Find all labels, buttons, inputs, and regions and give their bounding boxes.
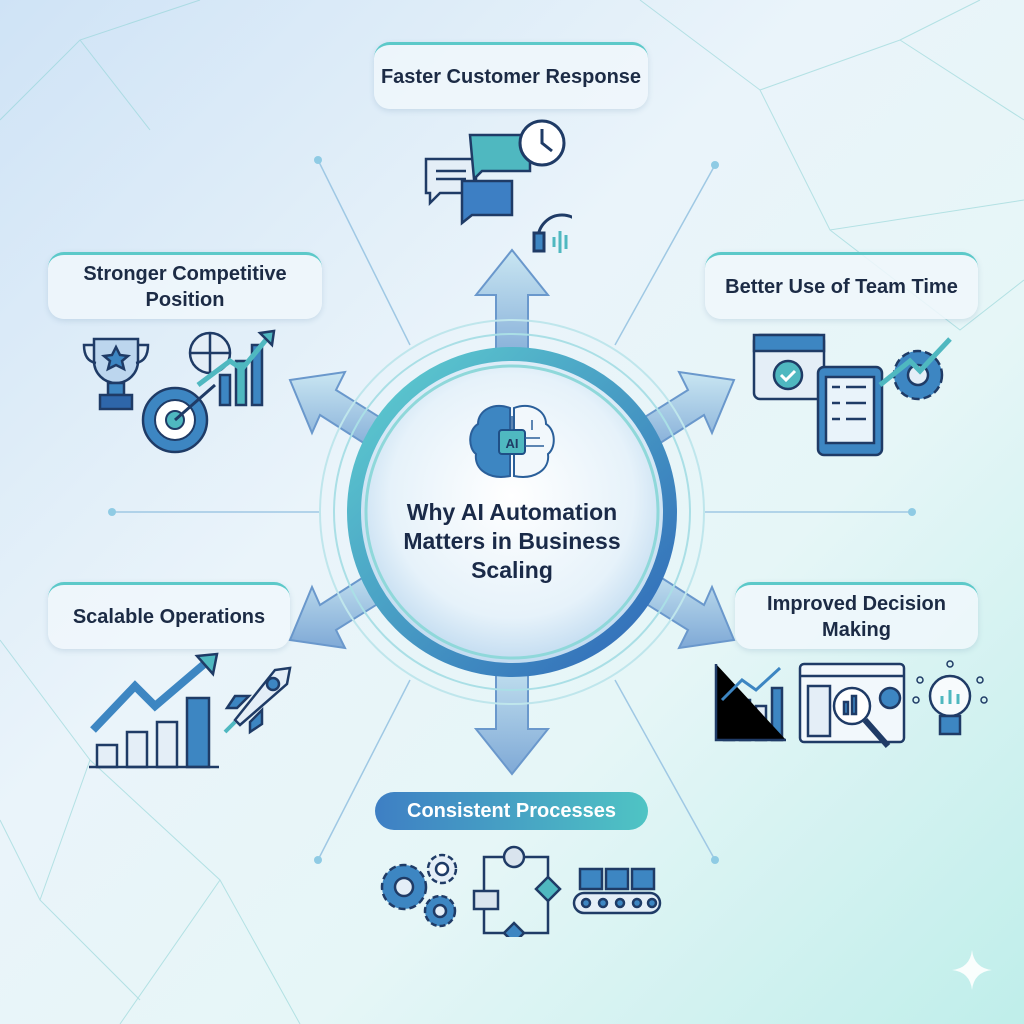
benefit-label-stronger-competitive-position: Stronger Competitive Position (48, 252, 322, 319)
competitive-position-icons (82, 329, 276, 454)
decision-making-icons (714, 660, 988, 748)
ai-brain-icon: AI (469, 405, 555, 478)
calendar-check-icon (752, 333, 826, 401)
tablet-checklist-icon (816, 365, 884, 457)
benefit-label-improved-decision-making: Improved Decision Making (735, 582, 978, 649)
globe-growth-chart-icon (188, 329, 276, 407)
benefit-label-better-use-of-team-time: Better Use of Team Time (705, 252, 978, 319)
target-icon (141, 383, 216, 454)
connector-lines (112, 159, 912, 861)
benefit-label-faster-customer-response: Faster Customer Response (374, 42, 648, 109)
benefit-label-consistent-processes: Consistent Processes (375, 792, 648, 830)
chat-bubbles-icon (424, 133, 532, 226)
conveyor-belt-icon (572, 867, 662, 915)
center-title: Why AI Automation Matters in Business Sc… (403, 499, 621, 583)
sparkle-icon (952, 950, 992, 990)
scalable-operations-icons (89, 652, 292, 769)
gears-icon (380, 853, 458, 928)
dashboard-magnifier-icon (798, 662, 906, 748)
rocket-icon (223, 666, 292, 735)
consistent-processes-icons (380, 845, 662, 937)
team-time-icons (752, 333, 952, 457)
gear-arrow-icon (878, 337, 952, 401)
flowchart-icon (472, 845, 562, 937)
headset-icon (532, 213, 572, 261)
ai-chip-label: AI (506, 436, 519, 451)
growth-bar-chart-icon (89, 652, 219, 769)
customer-response-icons (424, 119, 572, 261)
clock-icon (518, 119, 566, 167)
lightbulb-icon (912, 660, 988, 736)
trophy-icon (82, 337, 150, 411)
bar-chart-icon (714, 664, 786, 742)
benefit-label-scalable-operations: Scalable Operations (48, 582, 290, 649)
center-circle (347, 347, 677, 677)
